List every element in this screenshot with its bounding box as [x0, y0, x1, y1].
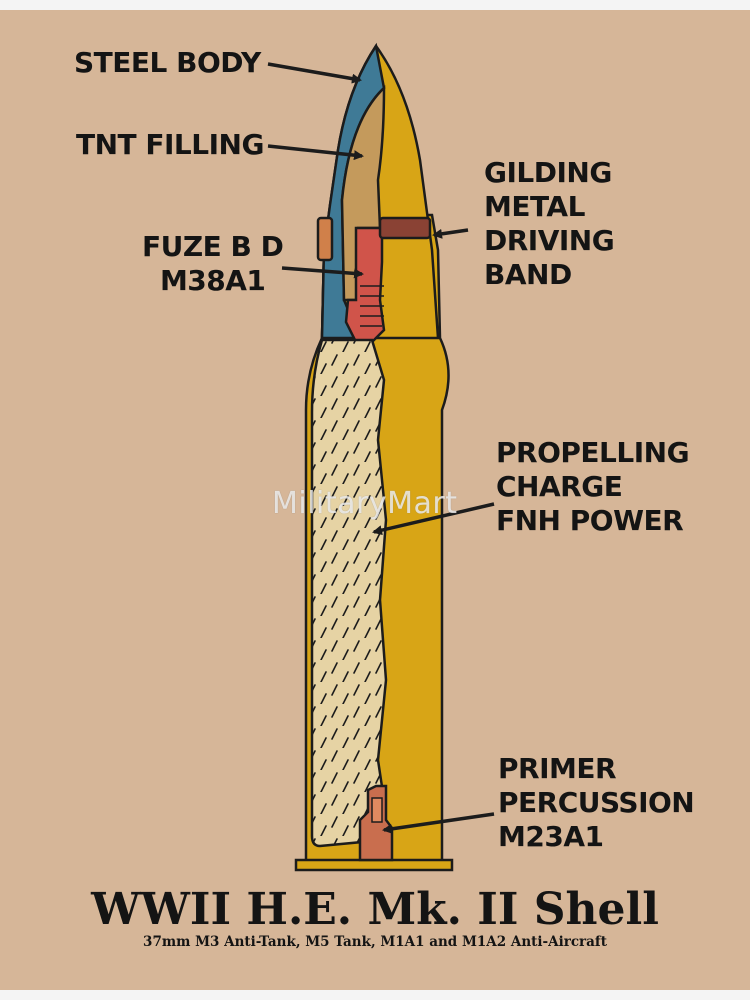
driving-band	[378, 216, 432, 240]
leader-arrows	[267, 62, 495, 834]
arrow-steel-body	[267, 62, 362, 84]
arrow-propelling-charge	[372, 502, 495, 536]
label-driving-band: GILDING METAL DRIVING BAND	[484, 156, 615, 291]
bottom-border	[0, 990, 750, 1000]
label-tnt-filling: TNT FILLING	[76, 128, 264, 161]
driving-band-left	[316, 216, 334, 262]
label-steel-body: STEEL BODY	[74, 46, 261, 79]
primer	[358, 784, 394, 862]
label-fuze: FUZE B D M38A1	[142, 230, 284, 297]
watermark: MilitaryMart	[272, 486, 458, 521]
top-border	[0, 0, 750, 10]
poster-subtitle: 37mm M3 Anti-Tank, M5 Tank, M1A1 and M1A…	[143, 934, 607, 950]
arrow-tnt-filling	[267, 144, 364, 161]
poster-title: WWII H.E. Mk. II Shell	[91, 884, 659, 935]
propellant-grain-pattern	[312, 340, 386, 846]
arrow-fuze	[281, 266, 364, 279]
projectile	[316, 42, 440, 344]
arrow-driving-band	[432, 228, 469, 239]
label-primer: PRIMER PERCUSSION M23A1	[498, 752, 695, 853]
arrow-primer	[382, 812, 495, 834]
case-rim	[294, 858, 454, 872]
label-propelling-charge: PROPELLING CHARGE FNH POWER	[496, 436, 690, 537]
